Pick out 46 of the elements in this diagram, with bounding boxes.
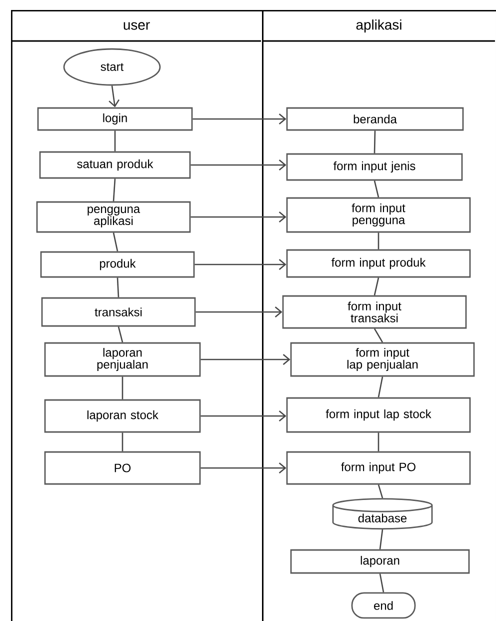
process-box: form input transaksi bbox=[282, 295, 467, 329]
arrow bbox=[196, 306, 282, 318]
process-box: PO bbox=[44, 451, 201, 485]
process-box: form input lap stock bbox=[286, 397, 471, 433]
connector-line bbox=[378, 376, 384, 398]
process-box: satuan produk bbox=[39, 151, 191, 179]
arrow bbox=[190, 212, 286, 222]
connector-line bbox=[118, 326, 124, 342]
process-box: form input PO bbox=[286, 451, 471, 485]
arrow bbox=[200, 354, 290, 365]
connector-line bbox=[378, 232, 380, 250]
process-box: form input lap penjualan bbox=[290, 342, 475, 377]
arrow bbox=[200, 462, 286, 474]
process-box: form input produk bbox=[286, 249, 471, 278]
process-box: laporan stock bbox=[44, 399, 201, 433]
connector-line bbox=[374, 328, 384, 343]
end-terminator: end bbox=[351, 592, 416, 619]
arrow bbox=[190, 160, 286, 170]
arrow bbox=[192, 114, 286, 124]
process-box: login bbox=[37, 107, 193, 131]
connector-line bbox=[114, 130, 116, 152]
process-box: produk bbox=[40, 251, 195, 278]
process-box: pengguna aplikasi bbox=[36, 201, 191, 233]
process-box: transaksi bbox=[41, 297, 196, 327]
process-box: form input jenis bbox=[286, 153, 463, 181]
connector-line bbox=[378, 432, 380, 452]
connector-line bbox=[374, 130, 376, 154]
connector-line bbox=[112, 232, 118, 252]
arrow bbox=[200, 410, 286, 422]
process-box: beranda bbox=[286, 107, 464, 131]
process-box: form input pengguna bbox=[286, 197, 471, 233]
connector-line bbox=[379, 574, 384, 592]
arrow bbox=[194, 259, 286, 270]
start-terminator: start bbox=[63, 48, 161, 86]
connector-line bbox=[122, 376, 124, 400]
connector-line bbox=[112, 178, 116, 202]
process-box: laporan bbox=[290, 549, 470, 574]
connector-line bbox=[122, 432, 124, 452]
process-box: laporan penjualan bbox=[44, 342, 201, 377]
connector-line bbox=[374, 278, 380, 296]
connector-line bbox=[378, 484, 384, 498]
connector-line bbox=[379, 529, 384, 550]
arrow bbox=[108, 86, 120, 108]
connector-line bbox=[374, 180, 380, 198]
database-cylinder: database bbox=[332, 498, 433, 530]
connector-line bbox=[116, 278, 120, 298]
